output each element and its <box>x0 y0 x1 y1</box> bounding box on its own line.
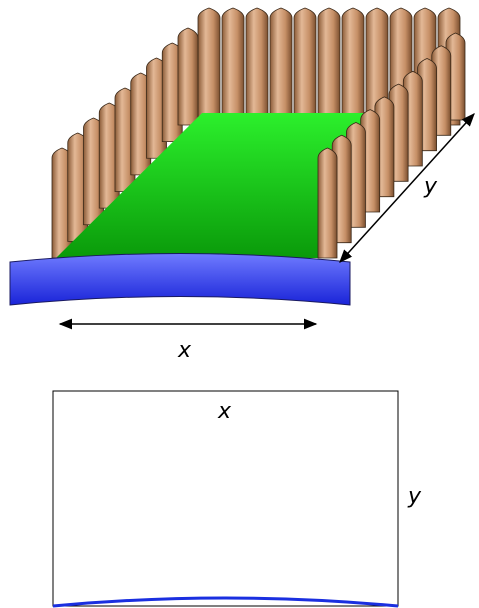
fence-picket <box>365 7 389 126</box>
y-label-upper: y <box>423 174 438 199</box>
river-bank <box>9 253 351 306</box>
fence-picket <box>177 27 199 126</box>
plan-river-edge <box>52 596 399 608</box>
plan-rectangle <box>52 390 399 607</box>
left-fence <box>51 27 199 259</box>
fence-picket <box>317 7 341 126</box>
fence-picket <box>221 7 245 126</box>
x-label-upper: x <box>177 338 192 363</box>
grass-field <box>56 113 368 258</box>
fence-picket <box>341 7 365 126</box>
perspective-view: x y <box>9 7 475 363</box>
y-label-lower: y <box>407 484 422 509</box>
fence-picket <box>197 7 221 126</box>
fence-picket <box>293 7 317 126</box>
fence-picket <box>317 147 338 259</box>
plan-view: x y <box>52 390 422 608</box>
fence-picket <box>245 7 269 126</box>
x-label-lower: x <box>217 399 232 424</box>
y-dimension-arrow <box>339 112 475 264</box>
fence-picket <box>269 7 293 126</box>
